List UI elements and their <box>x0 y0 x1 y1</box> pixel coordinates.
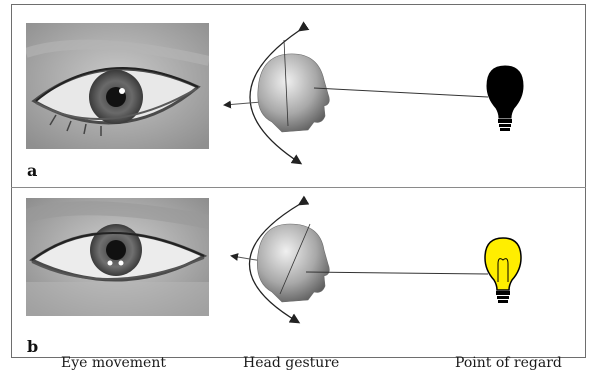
head-icon <box>258 54 330 132</box>
gaze-line <box>314 88 488 97</box>
lightbulb-icon <box>485 238 521 303</box>
scene-a <box>210 18 580 178</box>
panel-divider <box>11 187 586 188</box>
panel-label-b: b <box>27 337 38 356</box>
gaze-line <box>306 272 488 274</box>
eye-photo-b <box>26 198 209 316</box>
lightbulb-icon <box>487 66 523 131</box>
eye-photo-a <box>26 23 209 149</box>
caption-point-of-regard: Point of regard <box>455 355 562 371</box>
caption-eye-movement: Eye movement <box>61 355 166 371</box>
scene-b <box>210 194 580 334</box>
panel-label-a: a <box>27 161 37 180</box>
caption-head-gesture: Head gesture <box>243 355 339 371</box>
